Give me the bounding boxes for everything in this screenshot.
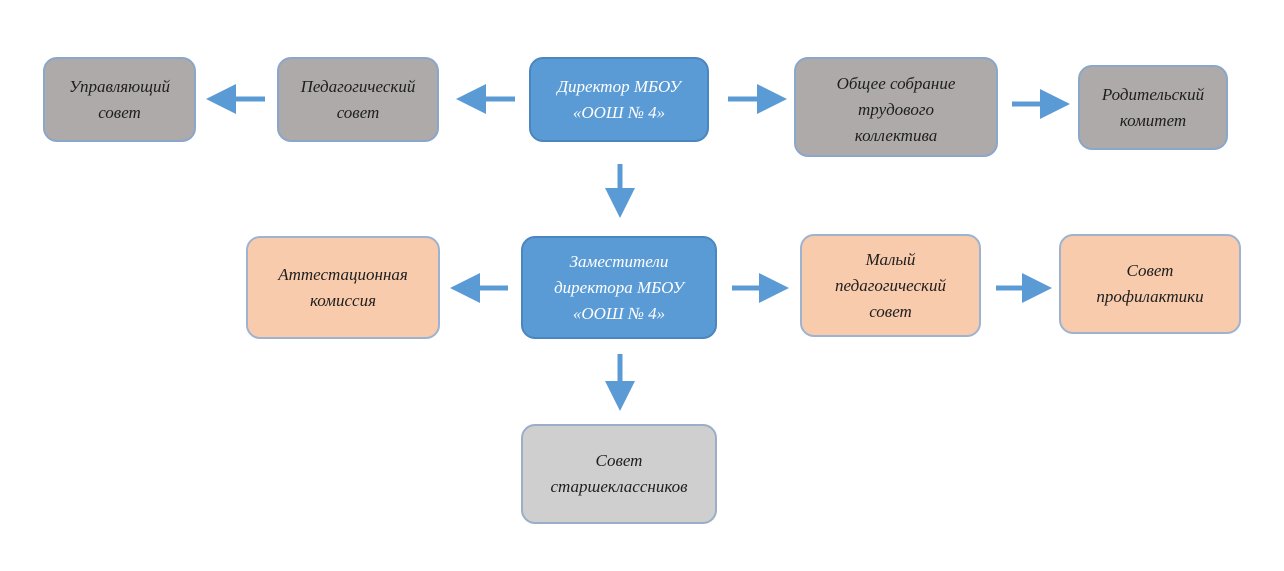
node-attestatsionnaya-komissiya: Аттестационная комиссия bbox=[246, 236, 440, 339]
node-sovet-starsheklassnikov: Совет старшеклассников bbox=[521, 424, 717, 524]
node-label: Родительский комитет bbox=[1101, 84, 1205, 130]
node-label: Заместители директора МБОУ «ООШ № 4» bbox=[554, 251, 684, 323]
node-upravlyayushchiy-sovet: Управляющий совет bbox=[43, 57, 196, 142]
node-label: Общее собрание трудового коллектива bbox=[836, 74, 956, 145]
node-label: Директор МБОУ «ООШ № 4» bbox=[557, 76, 681, 122]
node-label: Педагогический совет bbox=[300, 76, 416, 122]
node-director: Директор МБОУ «ООШ № 4» bbox=[529, 57, 709, 142]
node-zamestiteli-direktora: Заместители директора МБОУ «ООШ № 4» bbox=[521, 236, 717, 339]
node-malyy-pedsovet: Малый педагогический совет bbox=[800, 234, 981, 337]
node-roditelskiy-komitet: Родительский комитет bbox=[1078, 65, 1228, 150]
node-label: Аттестационная комиссия bbox=[278, 264, 408, 310]
node-obshee-sobranie: Общее собрание трудового коллектива bbox=[794, 57, 998, 157]
node-label: Совет профилактики bbox=[1096, 261, 1204, 306]
node-label: Совет старшеклассников bbox=[550, 451, 688, 496]
node-sovet-profilaktiki: Совет профилактики bbox=[1059, 234, 1241, 334]
node-label: Управляющий совет bbox=[69, 76, 170, 122]
node-label: Малый педагогический совет bbox=[835, 249, 946, 321]
node-pedagogicheskiy-sovet: Педагогический совет bbox=[277, 57, 439, 142]
